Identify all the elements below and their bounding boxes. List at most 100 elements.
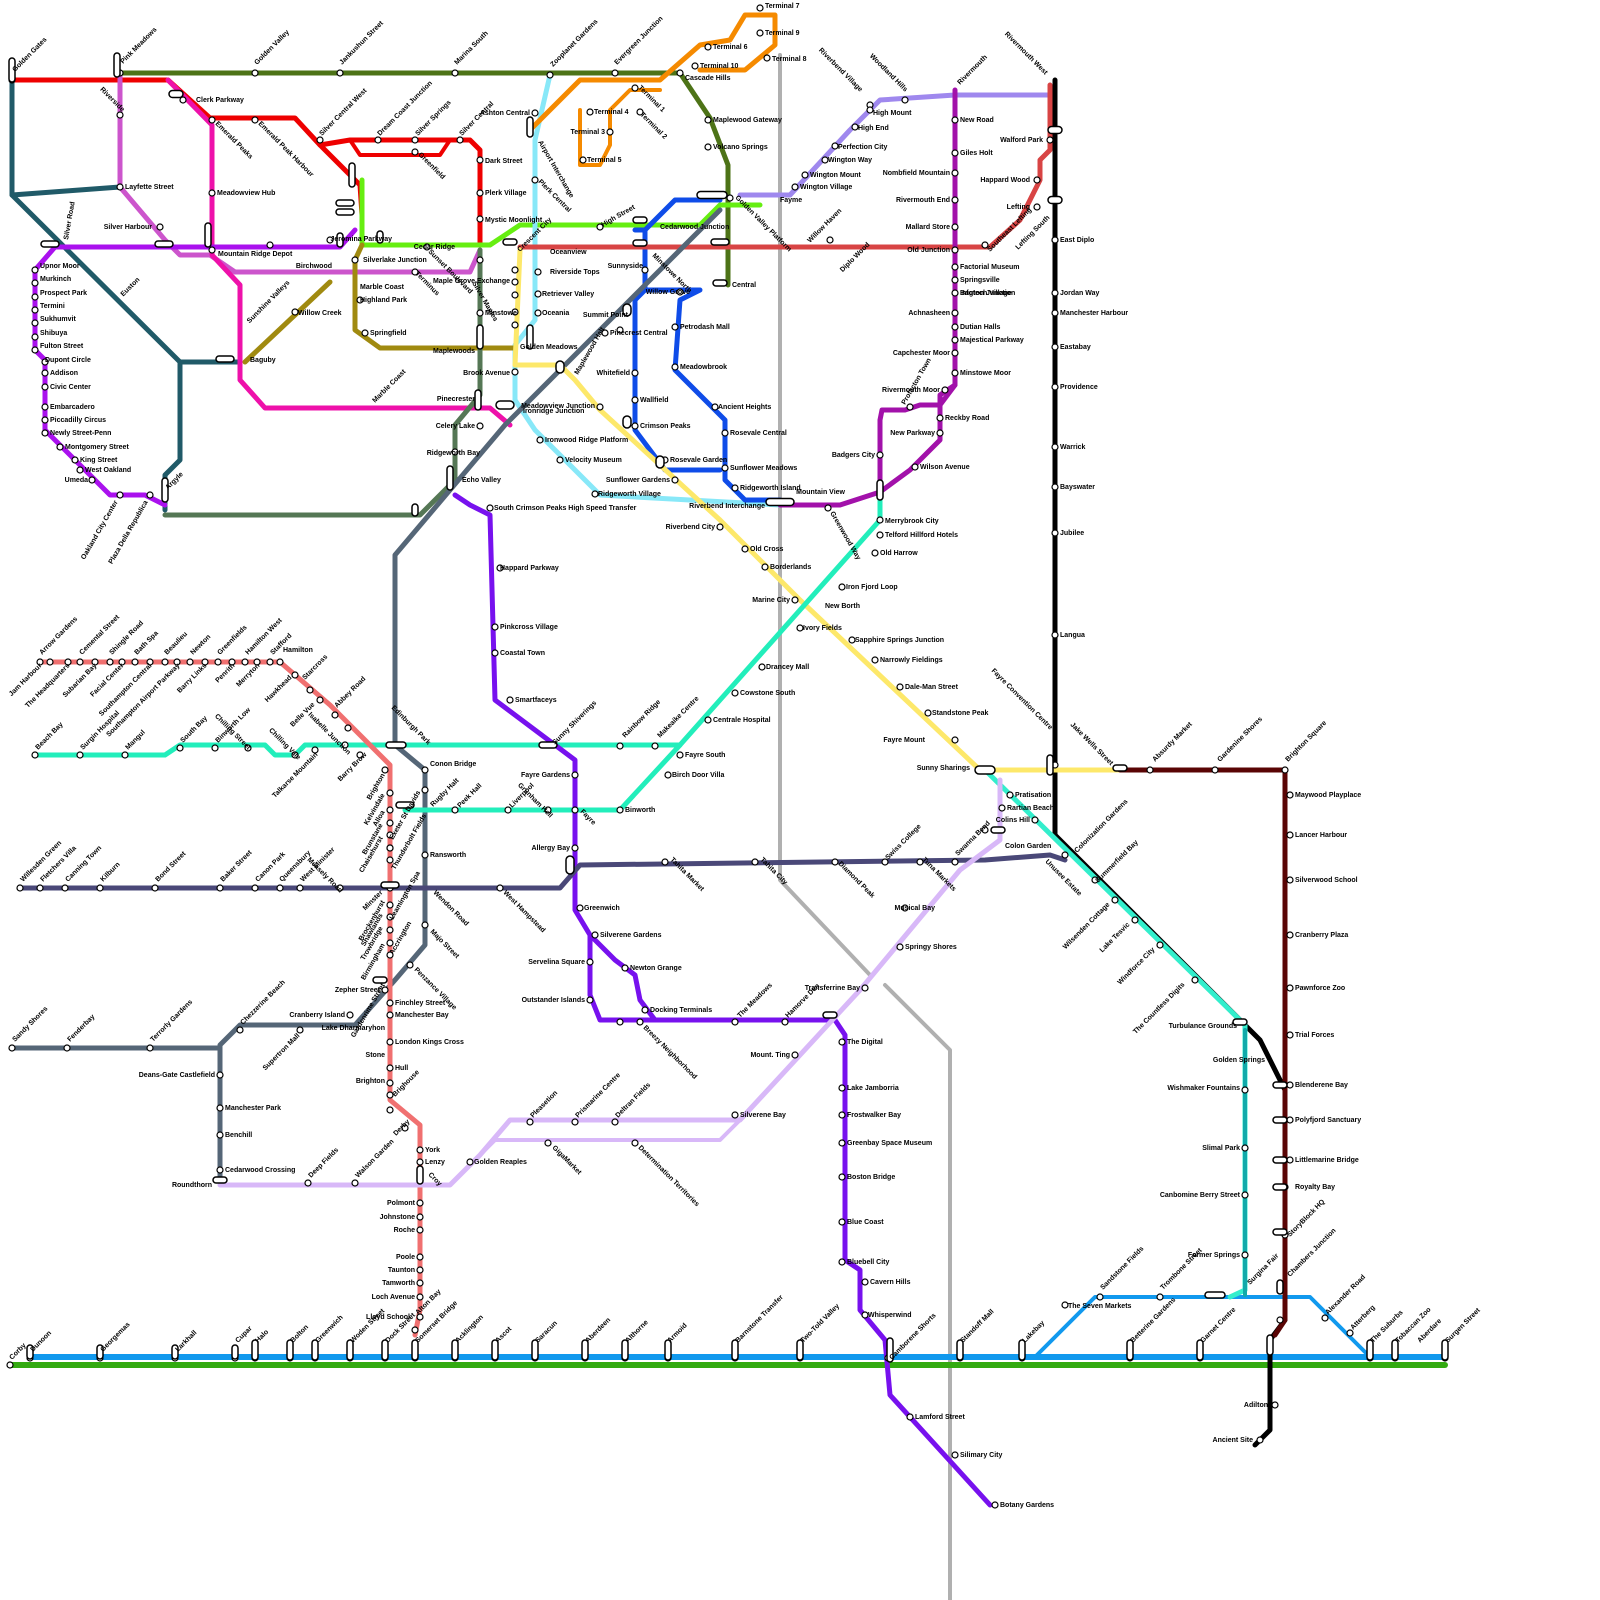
station-marker[interactable] <box>839 1219 845 1225</box>
station-marker[interactable] <box>209 117 215 123</box>
station-marker[interactable] <box>802 172 808 178</box>
station-marker[interactable] <box>122 752 128 758</box>
station-marker[interactable] <box>345 725 351 731</box>
station-marker[interactable] <box>332 712 338 718</box>
interchange-marker[interactable] <box>41 241 59 247</box>
interchange-marker[interactable] <box>169 91 183 98</box>
station-marker[interactable] <box>952 859 958 865</box>
station-marker[interactable] <box>37 885 43 891</box>
station-marker[interactable] <box>1242 1192 1248 1198</box>
station-marker[interactable] <box>1052 632 1058 638</box>
station-marker[interactable] <box>217 1167 223 1173</box>
station-marker[interactable] <box>612 70 618 76</box>
station-marker[interactable] <box>952 277 958 283</box>
station-marker[interactable] <box>417 1159 423 1165</box>
interchange-marker[interactable] <box>1273 1082 1287 1088</box>
station-marker[interactable] <box>1052 530 1058 536</box>
interchange-marker[interactable] <box>496 401 514 409</box>
station-marker[interactable] <box>652 743 658 749</box>
station-marker[interactable] <box>1192 977 1198 983</box>
station-marker[interactable] <box>952 264 958 270</box>
interchange-marker[interactable] <box>623 416 631 428</box>
station-marker[interactable] <box>952 150 958 156</box>
station-marker[interactable] <box>952 224 958 230</box>
interchange-marker[interactable] <box>114 53 120 77</box>
station-marker[interactable] <box>999 805 1005 811</box>
station-marker[interactable] <box>952 337 958 343</box>
station-marker[interactable] <box>705 117 711 123</box>
station-marker[interactable] <box>862 1279 868 1285</box>
station-marker[interactable] <box>217 1105 223 1111</box>
station-marker[interactable] <box>317 137 323 143</box>
station-marker[interactable] <box>337 70 343 76</box>
station-marker[interactable] <box>107 659 113 665</box>
station-marker[interactable] <box>757 30 763 36</box>
station-marker[interactable] <box>387 927 393 933</box>
station-marker[interactable] <box>792 1052 798 1058</box>
station-marker[interactable] <box>412 1327 418 1333</box>
station-marker[interactable] <box>732 1019 738 1025</box>
station-marker[interactable] <box>417 1147 423 1153</box>
station-marker[interactable] <box>1272 1402 1278 1408</box>
station-marker[interactable] <box>839 1039 845 1045</box>
station-marker[interactable] <box>1034 177 1040 183</box>
station-marker[interactable] <box>862 985 868 991</box>
station-marker[interactable] <box>535 291 541 297</box>
interchange-marker[interactable] <box>412 504 418 516</box>
station-marker[interactable] <box>572 1119 578 1125</box>
station-marker[interactable] <box>387 845 393 851</box>
station-marker[interactable] <box>407 962 413 968</box>
station-marker[interactable] <box>412 137 418 143</box>
station-marker[interactable] <box>32 752 38 758</box>
station-marker[interactable] <box>825 505 831 511</box>
station-marker[interactable] <box>1032 817 1038 823</box>
station-marker[interactable] <box>839 1259 845 1265</box>
station-marker[interactable] <box>277 885 283 891</box>
station-marker[interactable] <box>362 330 368 336</box>
station-marker[interactable] <box>622 965 628 971</box>
station-marker[interactable] <box>839 1112 845 1118</box>
station-marker[interactable] <box>32 320 38 326</box>
station-marker[interactable] <box>492 624 498 630</box>
interchange-marker[interactable] <box>1205 1292 1225 1298</box>
station-marker[interactable] <box>117 184 123 190</box>
station-marker[interactable] <box>672 364 678 370</box>
station-marker[interactable] <box>512 322 518 328</box>
station-marker[interactable] <box>217 1132 223 1138</box>
station-marker[interactable] <box>512 279 518 285</box>
interchange-marker[interactable] <box>1273 1184 1287 1190</box>
station-marker[interactable] <box>477 157 483 163</box>
station-marker[interactable] <box>307 687 313 693</box>
station-marker[interactable] <box>535 269 541 275</box>
station-marker[interactable] <box>292 672 298 678</box>
station-marker[interactable] <box>132 659 138 665</box>
station-marker[interactable] <box>77 659 83 665</box>
station-marker[interactable] <box>297 885 303 891</box>
station-marker[interactable] <box>117 112 123 118</box>
station-marker[interactable] <box>305 1180 311 1186</box>
station-marker[interactable] <box>872 550 878 556</box>
station-marker[interactable] <box>952 350 958 356</box>
station-marker[interactable] <box>839 584 845 590</box>
station-marker[interactable] <box>177 745 183 751</box>
interchange-marker[interactable] <box>633 217 647 223</box>
interchange-marker[interactable] <box>349 163 355 187</box>
station-marker[interactable] <box>1287 1082 1293 1088</box>
station-marker[interactable] <box>1277 1317 1283 1323</box>
interchange-marker[interactable] <box>1273 1117 1287 1123</box>
station-marker[interactable] <box>477 423 483 429</box>
station-marker[interactable] <box>422 922 428 928</box>
station-marker[interactable] <box>32 294 38 300</box>
station-marker[interactable] <box>877 517 883 523</box>
interchange-marker[interactable] <box>205 223 211 247</box>
station-marker[interactable] <box>1157 942 1163 948</box>
station-marker[interactable] <box>277 659 283 665</box>
station-marker[interactable] <box>32 267 38 273</box>
station-marker[interactable] <box>587 109 593 115</box>
interchange-marker[interactable] <box>527 117 533 137</box>
station-marker[interactable] <box>417 1227 423 1233</box>
interchange-marker[interactable] <box>1273 1229 1287 1235</box>
station-marker[interactable] <box>577 905 583 911</box>
station-marker[interactable] <box>242 659 248 665</box>
station-marker[interactable] <box>547 72 553 78</box>
